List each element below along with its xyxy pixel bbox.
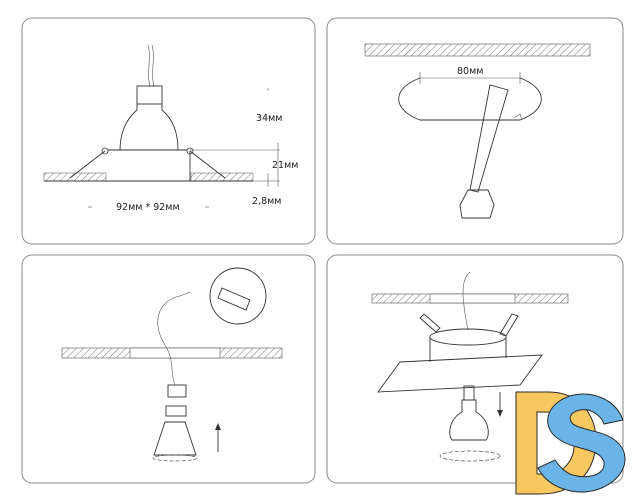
hole-outline <box>439 450 501 462</box>
wire <box>462 271 471 331</box>
height-total-label: 34мм <box>256 113 282 124</box>
lamp-bulb <box>153 421 197 456</box>
ceiling-right <box>190 172 254 182</box>
ceiling-left <box>43 172 107 182</box>
wire <box>147 44 155 88</box>
spring-clip-left <box>419 313 441 333</box>
lamp-socket <box>136 85 163 105</box>
lamp-holder <box>167 384 187 398</box>
spring-clip-right <box>499 313 519 337</box>
frame-thickness-label: 2,8мм <box>252 196 281 207</box>
gu10-socket <box>165 405 187 417</box>
ceiling <box>364 43 591 57</box>
frame-plate <box>377 354 543 393</box>
height-frame-label: 21мм <box>272 160 298 171</box>
lamp-reflector <box>119 104 179 151</box>
panel-connect <box>21 254 316 484</box>
panel-cut-hole: 80мм <box>326 17 624 245</box>
rotation-arrow <box>513 113 523 121</box>
lamp-bulb <box>449 399 489 441</box>
logo-letter-s <box>537 393 626 493</box>
saw-handle <box>459 189 495 219</box>
panel-dimensions: 34мм 21мм 2,8мм 92мм * 92мм <box>21 17 316 245</box>
frame-size-label: 92мм * 92мм <box>116 202 180 213</box>
connector-detail-circle <box>209 267 267 325</box>
ds-logo <box>515 391 626 495</box>
hole-diameter-label: 80мм <box>457 66 483 77</box>
terminal-block <box>217 287 251 311</box>
cut-circle <box>398 77 542 121</box>
